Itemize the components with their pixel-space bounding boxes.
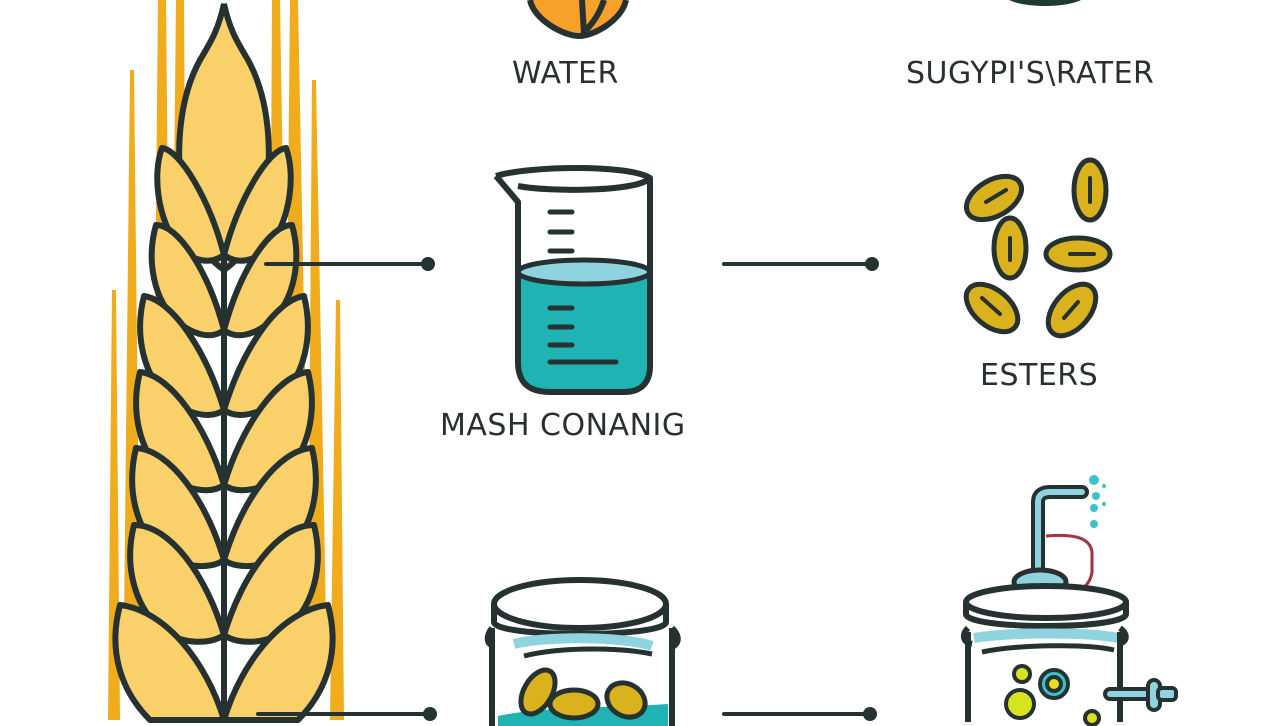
sugar-separator-label: SUGYPI'S\RATER [906, 56, 1155, 91]
beaker-icon [493, 165, 653, 395]
esters-label: ESTERS [980, 358, 1099, 393]
ester-grains-icon [963, 157, 1113, 339]
connector-mash-to-esters [722, 257, 879, 271]
top-right-icon [1009, 0, 1081, 6]
fermenter-icon [960, 475, 1178, 726]
water-source-icon [527, 0, 629, 40]
connector-wheat-to-jar [256, 707, 437, 721]
connector-jar-to-fermenter [722, 707, 877, 721]
water-label: WATER [512, 56, 619, 91]
grain-jar-icon [484, 577, 681, 726]
connector-wheat-to-mash [264, 257, 435, 271]
wheat-stalk-icon [108, 0, 344, 723]
mash-conversion-label: MASH CONANIG [440, 408, 686, 443]
